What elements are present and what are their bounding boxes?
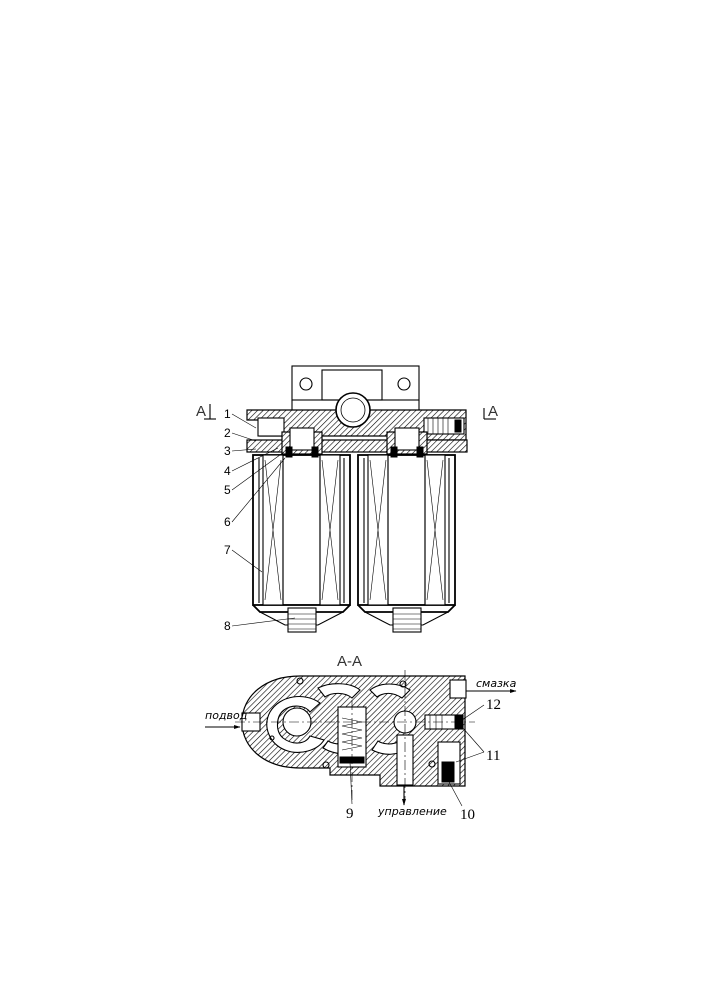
callout-7: 7 (224, 543, 231, 557)
section-title: А-А (337, 653, 362, 670)
right-filter-cup (357, 427, 456, 633)
section-a-a-view: А-А (235, 653, 475, 800)
section-mark-left: А (196, 403, 216, 420)
flow-control-label: управление (377, 805, 447, 818)
callout-4: 4 (224, 464, 231, 478)
flow-lubrication: смазка (466, 677, 517, 693)
left-filter-cup (252, 427, 351, 633)
plug-10 (437, 741, 461, 785)
callout-8: 8 (224, 619, 231, 633)
flow-control: управление (377, 786, 447, 818)
flow-inlet: подвод (205, 709, 247, 729)
filter-head-housing (246, 392, 468, 453)
flow-lubrication-label: смазка (476, 677, 517, 690)
section-mark-right-letter: А (488, 403, 498, 420)
callout-6: 6 (224, 515, 231, 529)
section-mark-left-letter: А (196, 403, 206, 420)
callout-12: 12 (486, 697, 501, 713)
callouts: 1 2 3 4 5 6 7 8 (224, 407, 296, 633)
section-callouts: 9 10 11 12 (346, 697, 501, 823)
callout-10: 10 (460, 807, 475, 823)
callout-1: 1 (224, 407, 231, 421)
section-mark-right: А (483, 403, 498, 420)
callout-9: 9 (346, 806, 354, 822)
filter-longitudinal-section: А А 1 2 3 4 5 6 7 8 (196, 365, 498, 633)
flow-inlet-label: подвод (205, 709, 247, 722)
callout-2: 2 (224, 426, 231, 440)
bypass-valve-9 (337, 700, 367, 800)
callout-5: 5 (224, 483, 231, 497)
callout-11: 11 (486, 748, 500, 764)
callout-3: 3 (224, 444, 231, 458)
